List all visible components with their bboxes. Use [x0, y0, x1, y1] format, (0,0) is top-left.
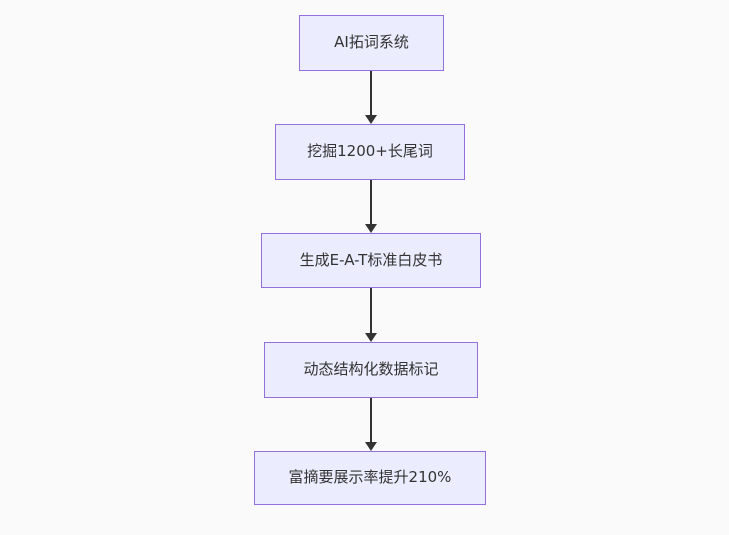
- flow-node-label: 富摘要展示率提升210%: [288, 468, 452, 487]
- flow-edge-n1-n2: [364, 71, 378, 124]
- flow-node-label: 动态结构化数据标记: [303, 360, 439, 379]
- arrowhead-down-icon: [365, 115, 377, 124]
- flow-node-label: 挖掘1200+长尾词: [307, 142, 433, 161]
- edge-line: [370, 180, 372, 224]
- flow-node-mine-longtail-keywords: 挖掘1200+长尾词: [275, 124, 465, 180]
- flow-edge-n3-n4: [364, 288, 378, 342]
- flow-edge-n4-n5: [364, 398, 378, 451]
- flow-node-ai-word-expansion-system: AI拓词系统: [299, 15, 444, 71]
- flow-node-rich-snippet-rate-increase: 富摘要展示率提升210%: [254, 451, 486, 505]
- flow-node-label: AI拓词系统: [334, 33, 409, 52]
- flow-edge-n2-n3: [364, 180, 378, 233]
- edge-line: [370, 398, 372, 442]
- arrowhead-down-icon: [365, 442, 377, 451]
- flow-node-dynamic-structured-data-markup: 动态结构化数据标记: [264, 342, 478, 398]
- flow-node-generate-eat-whitepaper: 生成E-A-T标准白皮书: [261, 233, 481, 288]
- flow-node-label: 生成E-A-T标准白皮书: [299, 250, 443, 269]
- edge-line: [370, 71, 372, 115]
- arrowhead-down-icon: [365, 224, 377, 233]
- edge-line: [370, 288, 372, 333]
- arrowhead-down-icon: [365, 333, 377, 342]
